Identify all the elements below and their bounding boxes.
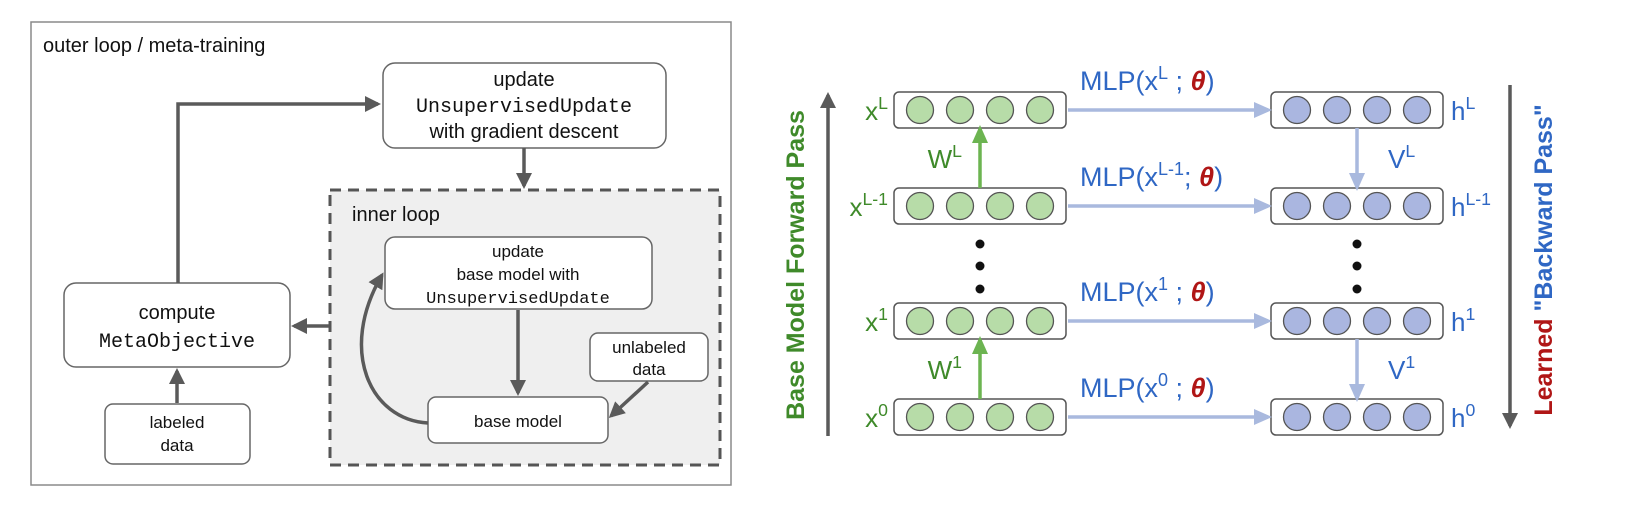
x-node-3-1: [945, 402, 975, 432]
x-node-0-3: [1025, 95, 1055, 125]
x-node-2-1: [945, 306, 975, 336]
mlp-label-2: MLP(x1 ; θ): [1080, 274, 1215, 307]
inner-update-line3: UnsupervisedUpdate: [426, 290, 610, 309]
labeled-line2: data: [160, 436, 194, 455]
h-label-2: h1: [1451, 304, 1475, 337]
inner-loop-title: inner loop: [352, 204, 440, 226]
v-label-0: VL: [1388, 141, 1415, 174]
learned-word: Learned: [1530, 311, 1558, 415]
x-node-1-1: [945, 191, 975, 221]
x-label-0: xL: [865, 93, 888, 126]
v-label-1: V1: [1388, 352, 1415, 385]
h-node-3-0: [1282, 402, 1312, 432]
ellipsis-dot-left-2: [975, 284, 985, 294]
h-node-1-3: [1402, 191, 1432, 221]
compute-meta-objective-box: [63, 282, 291, 368]
arrow-base-model-loop-back: [359, 272, 429, 425]
h-node-1-0: [1282, 191, 1312, 221]
h-label-3: h0: [1451, 400, 1475, 433]
h-node-0-1: [1322, 95, 1352, 125]
unlabeled-line1: unlabeled: [612, 338, 686, 357]
x-node-2-0: [905, 306, 935, 336]
x-label-3: x0: [865, 400, 888, 433]
x-node-0-2: [985, 95, 1015, 125]
backward-pass-word: "Backward Pass": [1530, 104, 1558, 311]
ellipsis-dot-left-1: [975, 261, 985, 271]
h-node-0-0: [1282, 95, 1312, 125]
x-node-2-3: [1025, 306, 1055, 336]
forward-pass-label: Base Model Forward Pass: [782, 110, 810, 420]
labeled-data-box: [104, 403, 251, 465]
unlabeled-data-box: [589, 332, 709, 382]
backward-pass-label: Learned "Backward Pass": [1530, 104, 1558, 415]
unlabeled-line2: data: [632, 360, 666, 379]
ellipsis-dot-left-0: [975, 239, 985, 249]
h-label-1: hL-1: [1451, 189, 1491, 222]
h-node-0-2: [1362, 95, 1392, 125]
x-node-1-3: [1025, 191, 1055, 221]
x-node-1-0: [905, 191, 935, 221]
x-node-1-2: [985, 191, 1015, 221]
outer-loop-title: outer loop / meta-training: [43, 35, 265, 57]
labeled-line1: labeled: [150, 413, 205, 432]
update-box-line1: update: [493, 69, 554, 91]
base-model-label: base model: [474, 412, 562, 431]
inner-update-line1: update: [492, 242, 544, 261]
w-label-1: W1: [928, 352, 962, 385]
x-node-2-2: [985, 306, 1015, 336]
x-node-3-0: [905, 402, 935, 432]
mlp-label-3: MLP(x0 ; θ): [1080, 370, 1215, 403]
h-node-2-1: [1322, 306, 1352, 336]
h-node-3-1: [1322, 402, 1352, 432]
h-node-2-0: [1282, 306, 1312, 336]
arrow-compute-to-update: [176, 96, 381, 283]
x-node-0-1: [945, 95, 975, 125]
x-node-0-0: [905, 95, 935, 125]
ellipsis-dot-right-2: [1352, 284, 1362, 294]
h-label-0: hL: [1451, 93, 1475, 126]
h-node-1-2: [1362, 191, 1392, 221]
h-node-3-3: [1402, 402, 1432, 432]
mlp-label-0: MLP(xL ; θ): [1080, 63, 1215, 96]
inner-update-line2: base model with: [457, 265, 580, 284]
mlp-label-1: MLP(xL-1; θ): [1080, 159, 1223, 192]
ellipsis-dot-right-1: [1352, 261, 1362, 271]
x-label-2: x1: [865, 304, 888, 337]
h-node-2-3: [1402, 306, 1432, 336]
inner-update-box: [384, 236, 653, 310]
x-node-3-3: [1025, 402, 1055, 432]
h-node-1-1: [1322, 191, 1352, 221]
arrow-unlabeled-to-base-model: [608, 380, 650, 419]
h-node-3-2: [1362, 402, 1392, 432]
h-node-0-3: [1402, 95, 1432, 125]
x-node-3-2: [985, 402, 1015, 432]
update-box-line2: UnsupervisedUpdate: [416, 96, 632, 119]
compute-line2: MetaObjective: [99, 331, 255, 354]
ellipsis-dot-right-0: [1352, 239, 1362, 249]
h-node-2-2: [1362, 306, 1392, 336]
base-model-box: [427, 396, 609, 444]
update-box-line3: with gradient descent: [428, 121, 618, 143]
x-label-1: xL-1: [849, 189, 888, 222]
compute-line1: compute: [139, 302, 216, 324]
w-label-0: WL: [928, 141, 963, 174]
